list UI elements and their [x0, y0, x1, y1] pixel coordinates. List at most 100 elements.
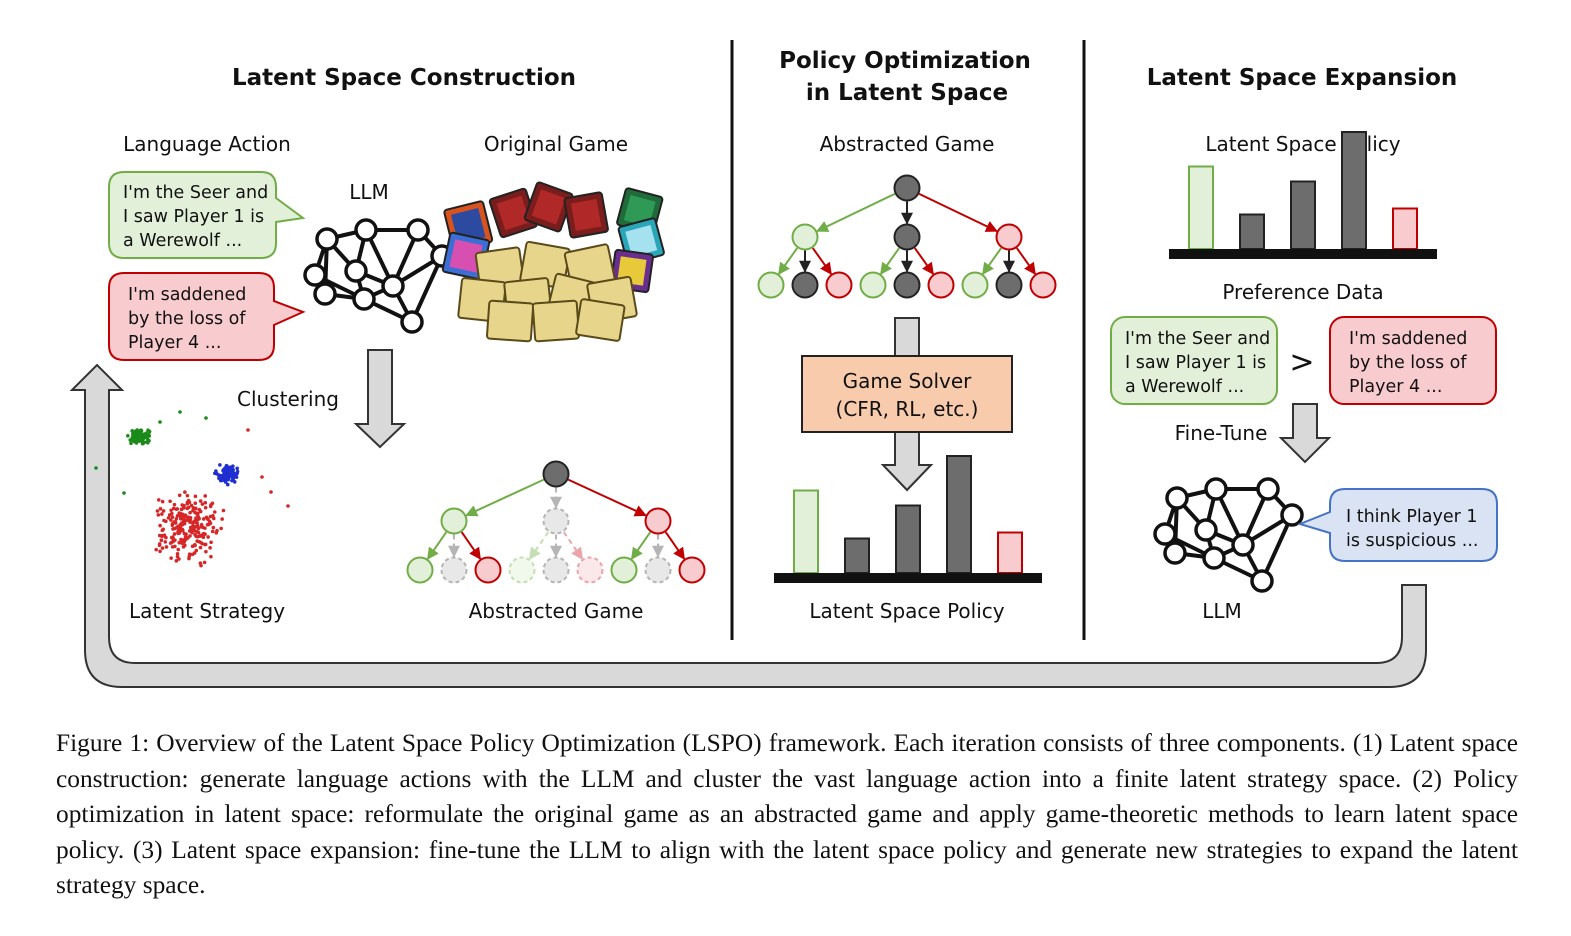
cluster-point-red	[173, 520, 178, 524]
cluster-point-red	[208, 521, 213, 526]
cluster-point-red	[166, 516, 171, 520]
tree-node-green	[791, 223, 819, 251]
network-node	[381, 274, 405, 298]
cluster-point-red	[187, 556, 191, 561]
cluster-point-red	[221, 508, 226, 513]
tree-edge	[879, 247, 901, 275]
bubble-red-line-1: I'm saddened	[128, 285, 246, 305]
cluster-point-red	[212, 510, 217, 514]
cluster-outlier-point	[260, 475, 264, 479]
abstracted-game-tree-optimization	[757, 174, 1057, 299]
cluster-point-red	[192, 528, 197, 533]
bubble-blue-line-2: is suspicious ...	[1346, 531, 1479, 551]
policy-bar-gray	[1290, 180, 1316, 250]
network-node	[1165, 486, 1189, 510]
cluster-point-red	[161, 509, 166, 513]
cluster-point-red	[197, 516, 201, 521]
cluster-point-red	[158, 507, 163, 511]
cluster-point-red	[193, 494, 198, 499]
cluster-point-red	[190, 530, 194, 535]
cluster-point-blue	[228, 471, 233, 475]
cluster-point-red	[208, 546, 212, 550]
cluster-point-red	[175, 552, 180, 556]
cluster-outlier-point	[286, 504, 290, 508]
bubble-green-line-1: I'm the Seer and	[123, 183, 268, 203]
pref-red-line-1: I'm saddened	[1349, 329, 1467, 349]
cluster-point-blue	[231, 478, 235, 482]
cluster-point-red	[172, 502, 177, 507]
cluster-point-red	[208, 504, 213, 509]
pref-green-line-3: a Werewolf ...	[1125, 377, 1244, 397]
cluster-point-red	[175, 514, 180, 518]
cluster-point-red	[198, 561, 203, 566]
cluster-outlier-point	[178, 410, 182, 414]
tree-node-gray	[893, 223, 921, 251]
cluster-point-red	[158, 523, 162, 528]
cluster-point-red	[193, 501, 198, 506]
abstracted-game-tree-construction	[406, 460, 706, 584]
cluster-point-green	[140, 440, 145, 444]
cluster-point-red	[188, 510, 192, 515]
cluster-point-red	[201, 533, 205, 538]
cluster-point-red	[167, 513, 172, 517]
cluster-point-red	[201, 517, 206, 521]
cluster-point-red	[210, 501, 215, 506]
cluster-point-red	[160, 534, 164, 539]
network-node	[303, 263, 327, 287]
tree-node-fgray	[542, 507, 570, 535]
cluster-point-green	[132, 439, 137, 444]
cluster-point-green	[142, 435, 147, 439]
cluster-point-blue	[222, 467, 227, 472]
cluster-point-blue	[215, 472, 219, 476]
tree-edge	[630, 531, 652, 560]
cluster-point-red	[164, 519, 168, 524]
cluster-point-red	[185, 493, 190, 498]
policy-bar-chart-optimization	[774, 455, 1042, 583]
cluster-point-red	[159, 538, 164, 543]
cluster-point-red	[174, 559, 179, 563]
abstracted-game-label-optimization: Abstracted Game	[820, 132, 995, 156]
cluster-point-red	[154, 547, 158, 552]
tree-edge	[664, 531, 686, 560]
tree-edge	[811, 247, 833, 275]
cluster-point-green	[147, 429, 152, 434]
cluster-outlier-point	[158, 420, 162, 424]
tree-node-green	[961, 271, 989, 299]
tree-node-green	[859, 271, 887, 299]
tree-node-fgreen	[508, 556, 536, 584]
cluster-point-red	[209, 554, 213, 559]
cluster-point-red	[183, 514, 188, 519]
policy-label-expansion: Latent Space Policy	[1205, 132, 1400, 156]
cluster-point-red	[169, 556, 173, 560]
cluster-point-blue	[218, 463, 222, 467]
pref-red-line-3: Player 4 ...	[1349, 377, 1442, 397]
cluster-point-red	[203, 526, 207, 530]
llm-label-expansion: LLM	[1202, 599, 1242, 623]
cluster-outlier-point	[94, 466, 98, 470]
cluster-point-red	[210, 529, 215, 534]
tree-edge	[460, 531, 482, 560]
tree-node-fred	[576, 556, 604, 584]
tree-node-red	[678, 556, 706, 584]
tree-node-gray	[893, 174, 921, 202]
cluster-point-red	[186, 536, 190, 540]
speech-bubble-blue: I think Player 1 is suspicious ...	[1296, 488, 1498, 562]
cluster-point-green	[136, 435, 140, 439]
cluster-point-red	[196, 534, 200, 539]
game-cards-icon	[441, 181, 665, 343]
network-node	[1204, 477, 1228, 501]
cluster-point-red	[208, 514, 213, 519]
cluster-point-green	[130, 429, 134, 433]
network-node	[1231, 533, 1255, 557]
cluster-point-red	[177, 493, 182, 498]
cluster-point-red	[195, 521, 199, 525]
cluster-point-red	[174, 507, 179, 511]
cluster-point-red	[206, 535, 210, 539]
optimization-title-line-2: in Latent Space	[806, 80, 1008, 106]
game-solver-box: Game Solver (CFR, RL, etc.)	[801, 355, 1013, 433]
language-action-label: Language Action	[123, 132, 291, 156]
cluster-point-red	[186, 515, 190, 520]
cluster-point-red	[198, 545, 203, 550]
tree-edge	[913, 247, 935, 275]
cluster-point-red	[202, 560, 207, 565]
